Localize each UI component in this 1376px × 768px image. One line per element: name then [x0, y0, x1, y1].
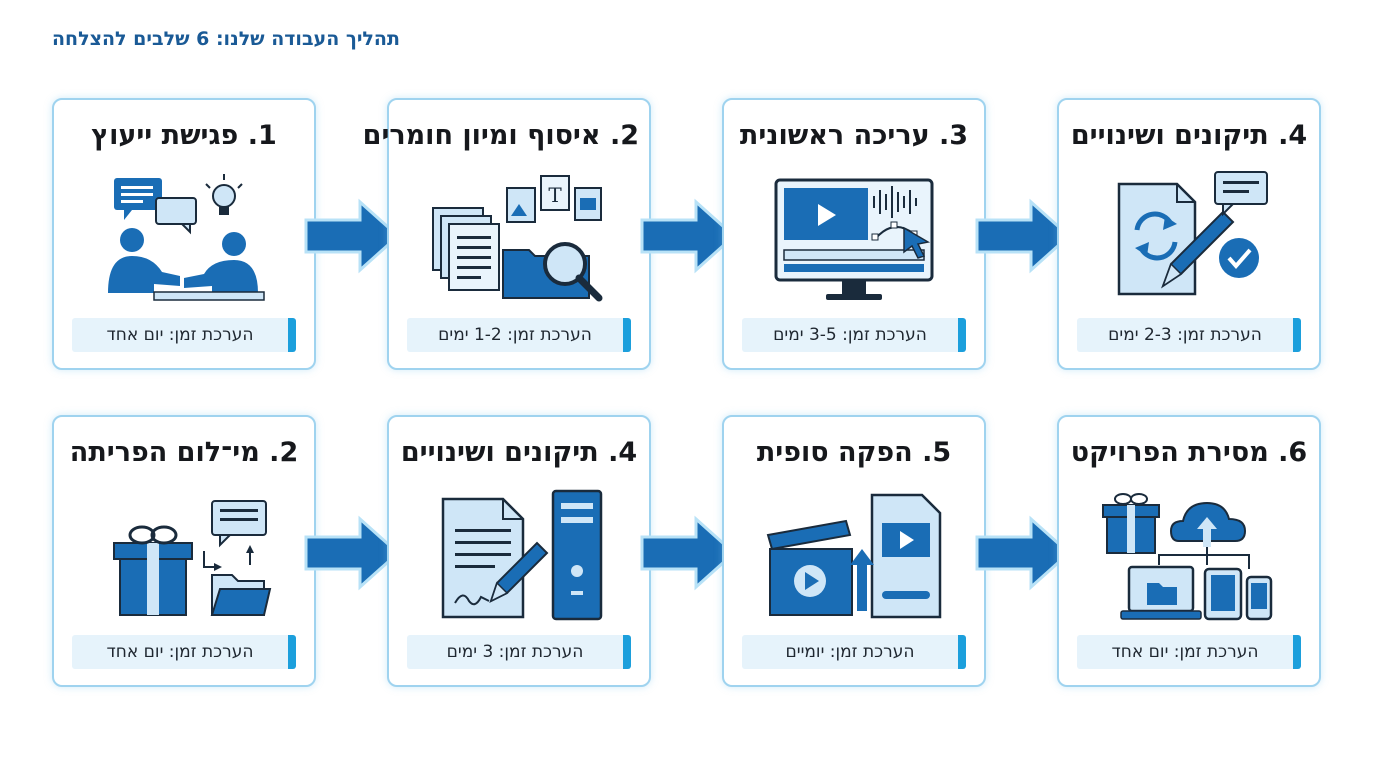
gift-folder-message-icon	[94, 485, 274, 625]
time-estimate: הערכת זמן: 3-5 ימים	[742, 318, 966, 352]
arrow-right-icon	[302, 196, 402, 276]
step-card-revisions-2: 4. תיקונים ושינויים הערכת זמן: 3 ימים	[387, 415, 651, 687]
time-estimate: הערכת זמן: יומיים	[742, 635, 966, 669]
step-title: 2. מי־לום הפריתה	[69, 437, 299, 468]
arrow-right-icon	[638, 513, 738, 593]
svg-text:T: T	[548, 183, 562, 207]
time-estimate: הערכת זמן: 2-3 ימים	[1077, 318, 1301, 352]
arrow-right-icon	[973, 513, 1073, 593]
arrow-right-icon	[302, 513, 402, 593]
step-card-editing: 3. עריכה ראשונית הערכת זמן: 3-5 ימים	[722, 98, 986, 370]
step-title: 6. מסירת הפרויקט	[1070, 437, 1308, 468]
step-card-delivery: 6. מסירת הפרויקט הערכת זמן: יום אחד	[1057, 415, 1321, 687]
step-card-revisions: 4. תיקונים ושינויים הערכת זמן: 2-3 ימים	[1057, 98, 1321, 370]
time-estimate: הערכת זמן: יום אחד	[72, 318, 296, 352]
arrow-right-icon	[638, 196, 738, 276]
time-estimate: הערכת זמן: 1-2 ימים	[407, 318, 631, 352]
step-card-materials: 2. איסוף ומיון חומרים T הערכת זמן: 1-2 י…	[362, 98, 651, 370]
files-folder-search-icon: T	[429, 168, 609, 308]
document-sign-server-icon	[429, 485, 609, 625]
step-card-consultation: 1. פגישת ייעוץ הערכת זמן: יום אחד	[52, 98, 316, 370]
step-title: 1. פגישת ייעוץ	[91, 120, 277, 151]
time-estimate: הערכת זמן: יום אחד	[1077, 635, 1301, 669]
step-card-final-production: 5. הפקה סופית הערכת זמן: יומיים	[722, 415, 986, 687]
step-title: 2. איסוף ומיון חומרים	[362, 120, 639, 151]
edit-document-sync-icon	[1099, 168, 1279, 308]
page-title: תהליך העבודה שלנו: 6 שלבים להצלחה	[52, 28, 400, 50]
step-title: 3. עריכה ראשונית	[739, 120, 969, 151]
video-editing-monitor-icon	[764, 168, 944, 308]
time-estimate: הערכת זמן: 3 ימים	[407, 635, 631, 669]
step-title: 4. תיקונים ושינויים	[400, 437, 638, 468]
consultation-handshake-icon	[94, 168, 274, 308]
arrow-right-icon	[973, 196, 1073, 276]
step-title: 4. תיקונים ושינויים	[1070, 120, 1308, 151]
time-estimate: הערכת זמן: יום אחד	[72, 635, 296, 669]
step-title: 5. הפקה סופית	[756, 437, 952, 468]
clapper-video-export-icon	[764, 485, 944, 625]
step-card-gift: 2. מי־לום הפריתה הערכת זמן: יום אחד	[52, 415, 316, 687]
cloud-devices-delivery-icon	[1099, 485, 1279, 625]
